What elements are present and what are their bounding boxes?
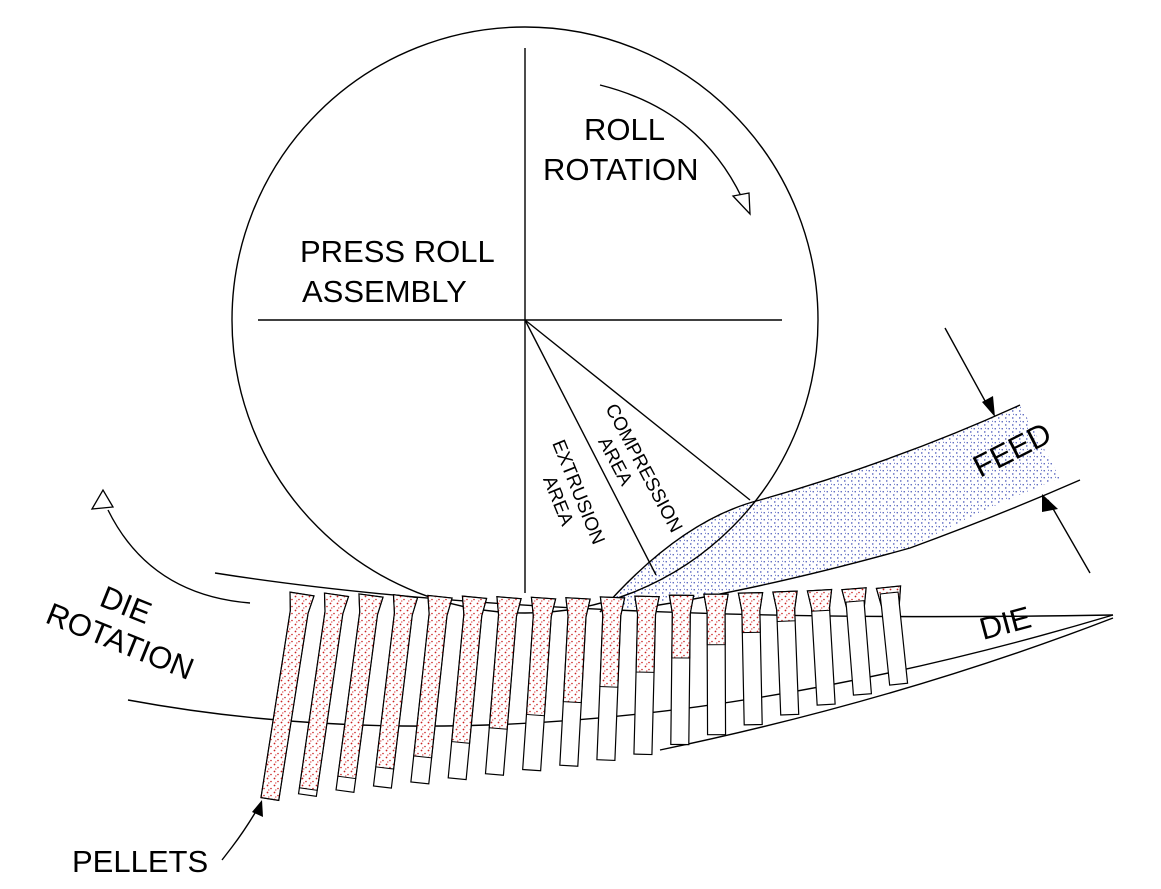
die-outer-arc-right: [659, 617, 1114, 751]
pellet: [298, 592, 350, 791]
feed-dimension-arrow-top: [944, 327, 991, 411]
roll-rotation-arrow: [599, 84, 743, 199]
pellet: [703, 593, 729, 646]
press-roll-circle: [231, 26, 819, 614]
die-outer-arc: [127, 614, 1114, 727]
press-roll-label-line2: ASSEMBLY: [302, 274, 467, 309]
die-channels: [260, 585, 909, 802]
pellet: [337, 593, 384, 780]
press-roll-label-line1: PRESS ROLL: [300, 234, 495, 269]
pellet: [488, 596, 522, 730]
pellet: [875, 585, 902, 607]
pellet: [562, 597, 591, 704]
roll-rotation-label-line1: ROLL: [584, 112, 665, 147]
pellets-leader-line: [221, 807, 259, 861]
feed-dimension-arrowhead-top: [982, 396, 995, 417]
die-rotation-arrow: [107, 509, 251, 604]
pellet: [260, 591, 315, 801]
feed-dimension-arrowhead-bottom-fill: [1042, 494, 1058, 512]
pellet: [375, 594, 419, 770]
feed-layer: [600, 405, 1060, 612]
feed-top-edge: [599, 404, 1021, 613]
roll-rotation-arrowhead: [731, 192, 751, 216]
extrusion-radius-line: [524, 319, 657, 576]
pellet: [413, 594, 453, 759]
die-rotation-arrowhead: [90, 488, 115, 510]
pellet: [451, 595, 488, 744]
roll-rotation-label-line2: ROTATION: [543, 152, 699, 187]
pellet: [737, 592, 764, 634]
pellet: [806, 588, 833, 612]
extrusion-area-label: EXTRUSION AREA: [538, 437, 608, 548]
pellet: [841, 587, 867, 608]
pellet: [668, 594, 695, 659]
pellet: [634, 595, 660, 673]
pellet: [772, 590, 798, 622]
compression-radius-line: [524, 319, 751, 501]
feed-dimension-arrow-bottom: [1047, 499, 1091, 574]
pellet: [525, 596, 557, 717]
pellets-label: PELLETS: [72, 844, 208, 879]
pellet: [599, 596, 626, 688]
pellets-leader-arrowhead: [252, 800, 263, 817]
